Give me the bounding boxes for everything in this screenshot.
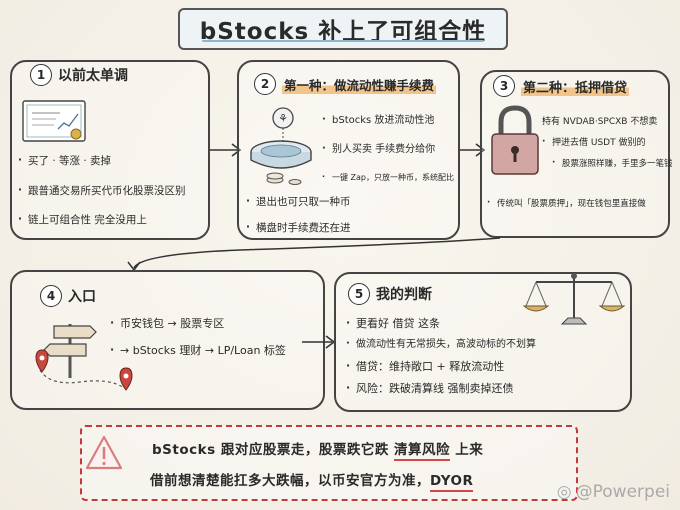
panel-1-heading: 1 以前太单调 [30, 64, 128, 86]
panel-4-bullets: 币安钱包 → 股票专区 → bStocks 理财 → LP/Loan 标签 [110, 317, 286, 356]
panel-4-number: 4 [40, 285, 62, 307]
panel-5-bullets: 更看好 借贷 这条 做流动性有无常损失，高波动标的不划算 借贷：维持敞口 + 释… [346, 317, 536, 394]
panel-3-bullet: 股票涨照样赚，手里多一笔钱 [552, 159, 673, 169]
warning-line-1-pre: bStocks 跟对应股票走，股票跌它跌 [152, 442, 395, 458]
panel-1-bullets: 买了 · 等涨 · 卖掉 跟普通交易所买代币化股票没区别 链上可组合性 完全没用… [18, 155, 186, 226]
liquidity-pool-icon: ⚘ [250, 107, 312, 185]
panel-4-heading: 4 入口 [40, 285, 96, 307]
warning-line-1: bStocks 跟对应股票走，股票跌它跌 清算风险 上来 [152, 438, 484, 461]
panel-5-bullet-text: 更看好 借贷 这条 [356, 317, 440, 330]
panel-2-bullets-right: bStocks 放进流动性池 别人买卖 手续费分给你 一键 Zap，只放一种币，… [322, 115, 454, 182]
panel-2-number: 2 [254, 73, 276, 95]
panel-1 [10, 60, 210, 240]
arrow-2-to-3 [460, 143, 486, 157]
padlock-icon [491, 105, 539, 175]
panel-4-title: 入口 [68, 289, 96, 305]
panel-5-bullet: 更看好 借贷 这条 [346, 317, 536, 330]
panel-2-bullet: 别人买卖 手续费分给你 [322, 144, 454, 155]
panel-5-title: 我的判断 [376, 287, 432, 303]
panel-3-bullets-bottom: 传统叫「股票质押」，现在钱包里直接做 [487, 199, 646, 209]
warning-triangle-icon [85, 435, 123, 470]
panel-2-title: 第一种：做流动性赚手续费 [282, 74, 437, 94]
panel-1-title: 以前太单调 [58, 68, 128, 84]
warning-line-2-highlight: DYOR [430, 473, 474, 492]
panel-3-number: 3 [493, 75, 515, 97]
svg-text:⚘: ⚘ [278, 112, 288, 125]
warning-line-2-pre: 借前想清楚能扛多大跌幅，以币安官方为准， [150, 473, 430, 489]
panel-4 [10, 270, 325, 410]
panel-5-bullet: 做流动性有无常损失，高波动标的不划算 [346, 339, 536, 350]
panel-1-bullet: 链上可组合性 完全没用上 [18, 214, 186, 226]
warning-line-1-highlight: 清算风险 [394, 442, 451, 461]
watermark: ◎ @Powerpei [557, 482, 670, 502]
watermark-text: @Powerpei [575, 482, 670, 502]
panel-1-bullet: 跟普通交易所买代币化股票没区别 [18, 185, 186, 197]
panel-5-heading: 5 我的判断 [348, 283, 432, 305]
title-underline [202, 40, 484, 42]
panel-5-number: 5 [348, 283, 370, 305]
warning-line-1-post: 上来 [450, 442, 484, 458]
panel-3-bullet: 持有 NVDAB·SPCXB 不想卖 [542, 117, 663, 127]
warning-box [80, 425, 578, 501]
warning-line-2: 借前想清楚能扛多大跌幅，以币安官方为准，DYOR [150, 469, 474, 492]
panel-2-heading: 2 第一种：做流动性赚手续费 [254, 73, 437, 95]
panel-3-heading: 3 第二种：抵押借贷 [493, 75, 630, 97]
arrow-1-to-2 [210, 143, 242, 157]
panel-3-title: 第二种：抵押借贷 [521, 76, 630, 96]
panel-2-bullet: 退出也可只取一种币 [246, 196, 351, 208]
panel-5-bullet: 风险：跌破清算线 强制卖掉还债 [346, 382, 536, 394]
panel-3-bullet: 传统叫「股票质押」，现在钱包里直接做 [487, 199, 646, 209]
panel-2-bullet: bStocks 放进流动性池 [322, 115, 454, 126]
balance-scale-icon [522, 273, 626, 325]
panel-1-number: 1 [30, 64, 52, 86]
panel-2-bullet: 横盘时手续费还在进 [246, 222, 351, 234]
panel-4-bullet: → bStocks 理财 → LP/Loan 标签 [110, 344, 286, 356]
signpost-icon [35, 324, 133, 391]
panel-5-bullet: 借贷：维持敞口 + 释放流动性 [346, 360, 536, 372]
panel-2-bullet: 一键 Zap，只放一种币，系统配比 [322, 173, 454, 182]
page-title: bStocks 补上了可组合性 [178, 8, 508, 50]
panel-1-bullet: 买了 · 等涨 · 卖掉 [18, 155, 186, 167]
panel-2-bullets-bottom: 退出也可只取一种币 横盘时手续费还在进 [246, 196, 351, 234]
panel-4-bullet: 币安钱包 → 股票专区 [110, 317, 286, 329]
panel-3-bullet: 押进去借 USDT 做别的 [542, 138, 663, 148]
certificate-icon [22, 100, 86, 142]
panel-3-bullets: 持有 NVDAB·SPCXB 不想卖 押进去借 USDT 做别的 股票涨照样赚，… [542, 117, 673, 169]
watermark-icon: ◎ [556, 482, 572, 502]
